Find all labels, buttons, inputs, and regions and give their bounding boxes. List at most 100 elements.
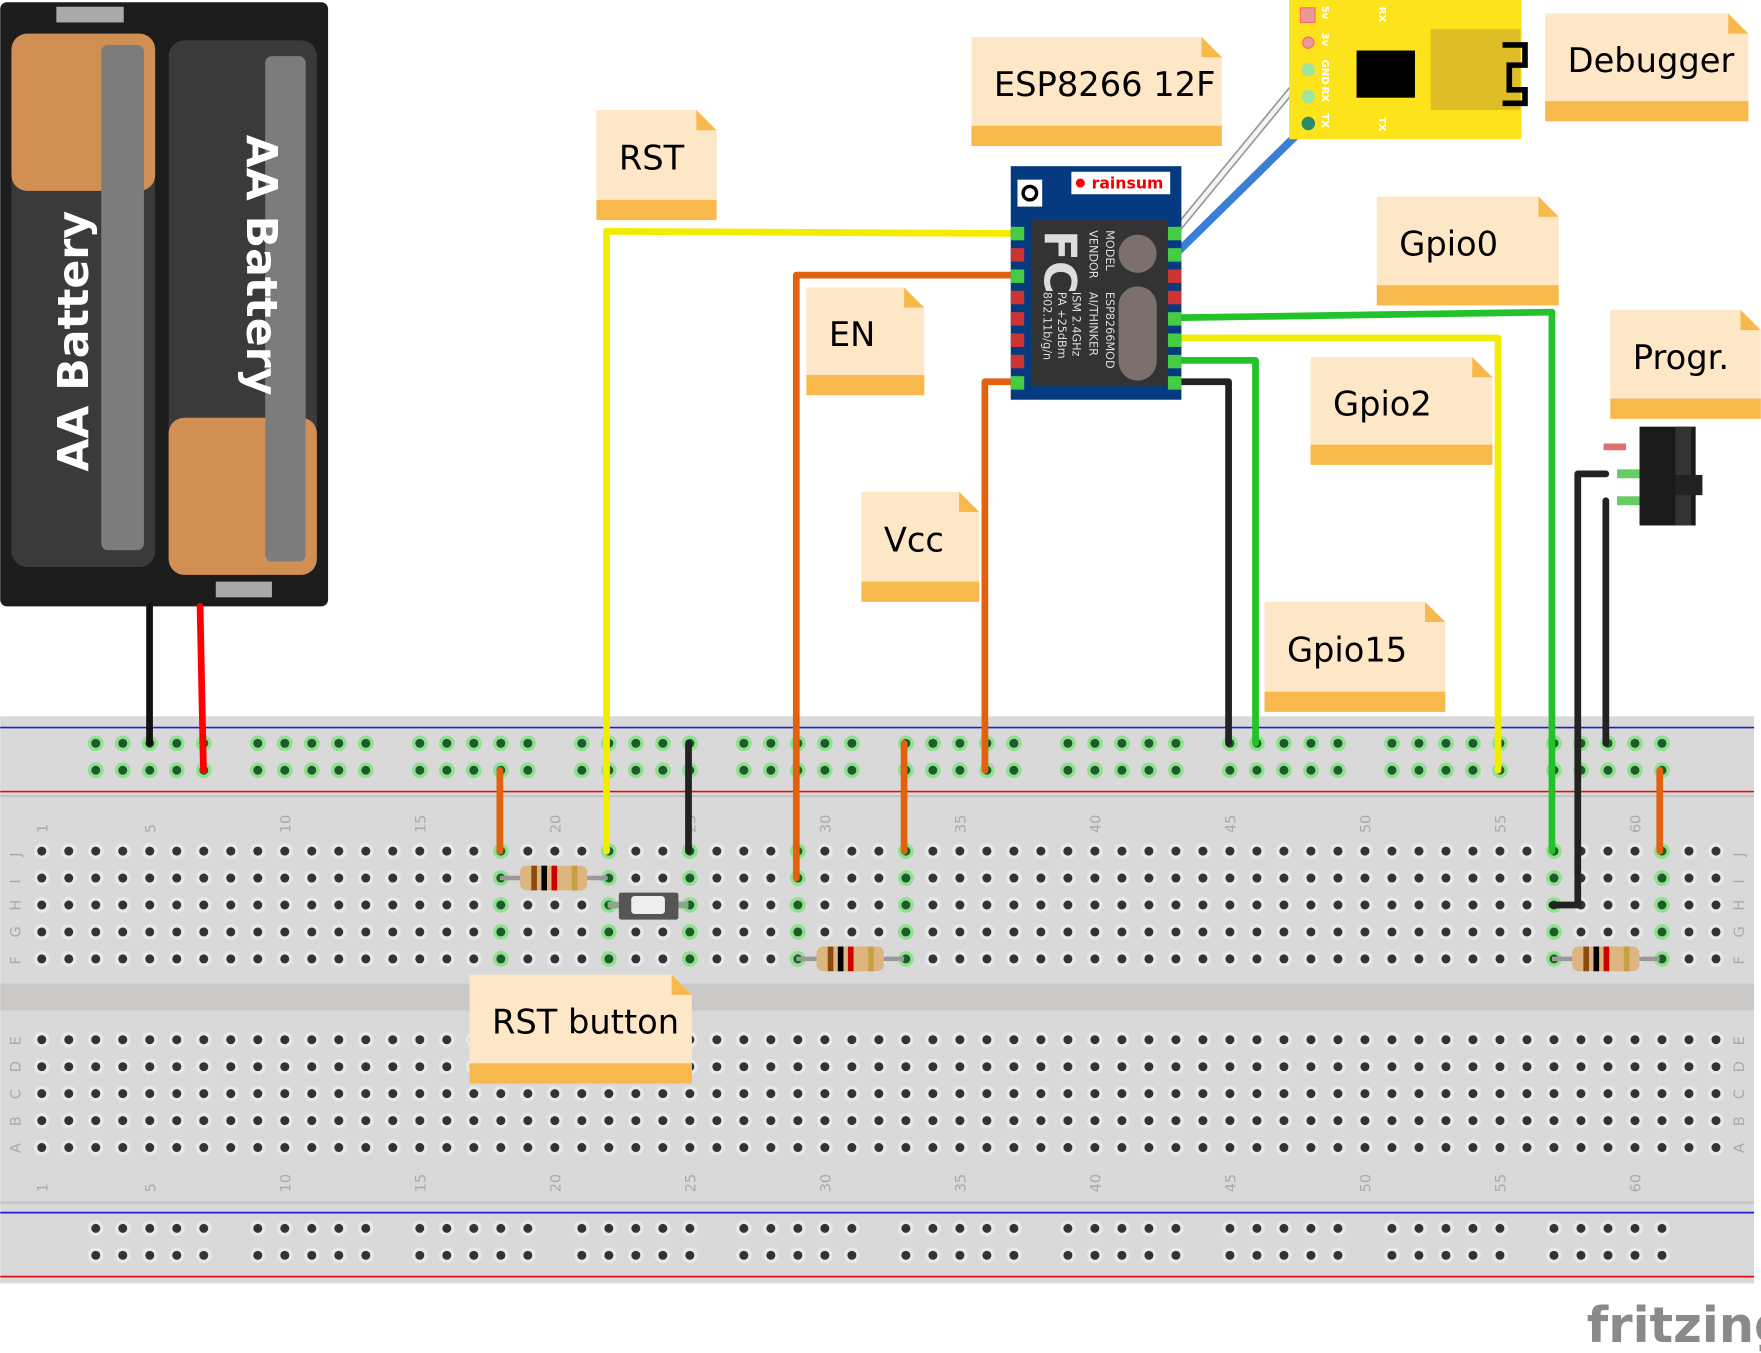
column-number: 20 [547,815,564,834]
esp-label: ESP8266MOD [1103,292,1116,369]
wire-gnd-black[interactable] [1170,378,1232,747]
esp-pin[interactable] [1010,312,1025,326]
wire-battery-red[interactable] [196,602,207,774]
column-number: 1 [34,1183,51,1192]
debugger-pin-label: GND [1319,60,1330,85]
esp-label: AI/THINKER [1086,292,1099,356]
rst-pushbutton[interactable] [607,892,689,920]
wire-rst-yellow[interactable] [603,227,1020,855]
battery-label-2: AA Battery [236,135,286,396]
row-letter: F [1731,956,1748,964]
row-letter: B [1731,1116,1748,1126]
wire-en-orange[interactable] [792,271,1020,882]
row-letter: G [7,926,24,937]
column-number: 40 [1088,815,1105,834]
row-letter: B [7,1116,24,1126]
esp8266-module[interactable]: rainsum FC MODELVENDORESP8266MODAI/THINK… [1010,166,1182,400]
debugger-pin-label: 3v [1319,33,1330,47]
row-letter: H [1731,900,1748,911]
note-en[interactable]: EN [806,287,925,396]
note-gpio2[interactable]: Gpio2 [1310,357,1493,465]
note-text: Gpio2 [1333,384,1432,423]
breadboard: 1155101015152020252530303535404045455050… [0,716,1755,1284]
battery-label-1: AA Battery [49,211,99,472]
resistor[interactable] [499,865,608,891]
note-text: Gpio0 [1399,224,1498,263]
battery-cell-2: AA Battery [168,40,317,575]
esp-label: PA +25dBm [1055,292,1068,359]
column-number: 1 [34,824,51,833]
note-gpio15[interactable]: Gpio15 [1264,601,1446,712]
column-number: 30 [817,815,834,834]
note-debugger[interactable]: Debugger [1545,13,1749,122]
column-number: 50 [1358,815,1375,834]
esp-pin[interactable] [1010,354,1025,369]
note-text: RST button [492,1003,679,1042]
esp-pin[interactable] [1010,248,1025,262]
row-letter: J [1731,852,1748,857]
note-vcc[interactable]: Vcc [861,491,980,602]
esp-pin[interactable] [1010,376,1025,390]
column-number: 55 [1493,1174,1510,1193]
esp-pin[interactable] [1167,226,1182,241]
note-rst[interactable]: RST [596,110,717,221]
column-number: 35 [952,1174,969,1193]
note-gpio0[interactable]: Gpio0 [1376,196,1559,306]
note-text: Debugger [1568,41,1735,80]
slide-switch[interactable] [1603,426,1703,526]
wire-switch-black-1[interactable] [1548,470,1610,909]
wire-gpio2-yellow[interactable] [1170,334,1502,774]
note-text: RST [619,139,685,178]
note-progr[interactable]: Progr. [1610,309,1761,419]
debugger-pin-label: RX [1319,86,1330,102]
row-letter: E [1731,1036,1748,1045]
column-number: 45 [1223,1174,1240,1193]
esp-pin[interactable] [1167,333,1182,347]
debugger-pin-label: 5v [1319,6,1330,20]
column-number: 30 [817,1174,834,1193]
esp-pin[interactable] [1167,269,1182,283]
column-number: 5 [142,1183,159,1192]
column-number: 15 [412,1174,429,1193]
esp-pin[interactable] [1010,333,1025,347]
row-letter: J [7,852,24,857]
note-text: ESP8266 12F [994,65,1216,104]
esp-pin[interactable] [1167,290,1182,305]
esp-pin[interactable] [1167,248,1182,262]
resistor[interactable] [1551,946,1660,972]
esp-pin[interactable] [1010,226,1025,241]
esp-pin[interactable] [1010,290,1025,305]
esp-pin[interactable] [1010,269,1025,283]
column-number: 10 [277,815,294,834]
esp-brand: rainsum [1092,174,1164,193]
esp-label: VENDOR [1086,230,1099,279]
column-number: 40 [1088,1174,1105,1193]
esp-label: ISM 2.4GHz [1070,292,1083,357]
note-rst-button[interactable]: RST button [469,974,692,1084]
row-letter: C [1731,1089,1748,1099]
note-text: Gpio15 [1287,630,1407,669]
wire-gpio0-green[interactable] [1170,308,1556,855]
column-number: 60 [1628,1174,1645,1193]
column-number: 15 [412,815,429,834]
note-text: Progr. [1633,338,1729,377]
note-text: Vcc [884,520,944,559]
wire-tx-debugger-blue[interactable] [1169,119,1313,260]
wire-vcc-orange[interactable] [981,378,1020,774]
resistor[interactable] [796,946,905,972]
column-number: 60 [1628,815,1645,834]
esp-pin[interactable] [1167,354,1182,369]
column-number: 20 [547,1174,564,1193]
column-number: 45 [1223,815,1240,834]
debugger-pad-label: RX [1376,7,1387,23]
esp-pin[interactable] [1167,376,1182,390]
row-letter: A [1731,1143,1748,1153]
fritzing-logo: fritzing [1587,1296,1761,1353]
note-esp[interactable]: ESP8266 12F [971,37,1222,146]
column-number: 50 [1358,1174,1375,1193]
column-number: 10 [277,1174,294,1193]
row-letter: H [7,900,24,911]
wire-gpio15-green[interactable] [1170,357,1259,747]
esp-pin[interactable] [1167,312,1182,326]
